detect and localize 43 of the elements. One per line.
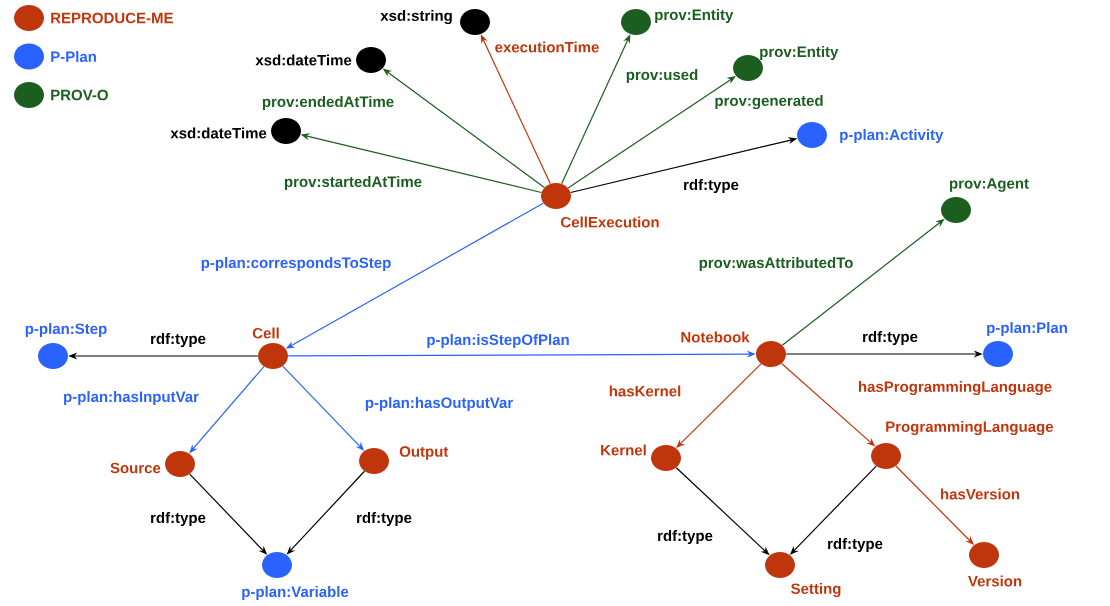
edge-label: p-plan:hasInputVar [62, 390, 200, 406]
edge-label: p-plan:correspondsToStep [199, 256, 393, 272]
node-label: Output [399, 446, 449, 460]
legend-item: PROV-O [14, 82, 108, 108]
node-label: xsd:dateTime [255, 54, 352, 66]
node-label: Notebook [681, 331, 750, 343]
edge-label: prov:startedAtTime [282, 175, 424, 191]
edge-label: rdf:type [149, 511, 207, 527]
node-label: p-plan:Step [25, 323, 107, 337]
node-label: p-plan:Activity [840, 129, 944, 143]
edge-label: hasProgrammingLanguage [856, 380, 1054, 397]
node-label: p-plan:Variable [242, 586, 349, 600]
node-label: Version [968, 575, 1022, 587]
edge-label: rdf:type [861, 330, 919, 346]
node-label: ProgrammingLanguage [886, 421, 1054, 436]
edge-label: rdf:type [826, 537, 884, 553]
node-label: CellExecution [561, 216, 659, 228]
arrow [567, 76, 736, 189]
node-label: xsd:dateTime [170, 127, 267, 139]
node-label: p-plan:Plan [987, 322, 1067, 336]
node-label: prov:Entity [655, 9, 734, 23]
node-label: prov:Entity [760, 46, 839, 60]
edge-label: rdf:type [149, 332, 207, 348]
node-label: xsd:string [380, 10, 452, 25]
edge-label: prov:used [624, 68, 700, 84]
edge-label: rdf:type [355, 511, 413, 527]
edge-label: p-plan:isStepOfPlan [425, 333, 571, 349]
node-label: Kernel [601, 444, 646, 456]
edge-label: rdf:type [682, 178, 740, 194]
edge-label: hasVersion [939, 487, 1022, 501]
edge-label: p-plan:hasOutputVar [363, 396, 515, 412]
edge-label: prov:generated [713, 94, 825, 111]
node-label: prov:Agent [950, 178, 1029, 192]
edge-label: prov:wasAttributedTo [697, 256, 855, 272]
legend-item: P-Plan [14, 43, 96, 70]
edge-label: executionTime [493, 40, 601, 54]
node-label: Setting [791, 583, 841, 598]
node-label: Cell [252, 327, 279, 339]
edge-label: prov:endedAtTime [260, 95, 396, 111]
edge-label: rdf:type [656, 529, 714, 545]
edge-label: hasKernel [607, 384, 683, 398]
legend-item: REPRODUCE-ME [14, 5, 173, 31]
node-label: Source [110, 462, 161, 474]
